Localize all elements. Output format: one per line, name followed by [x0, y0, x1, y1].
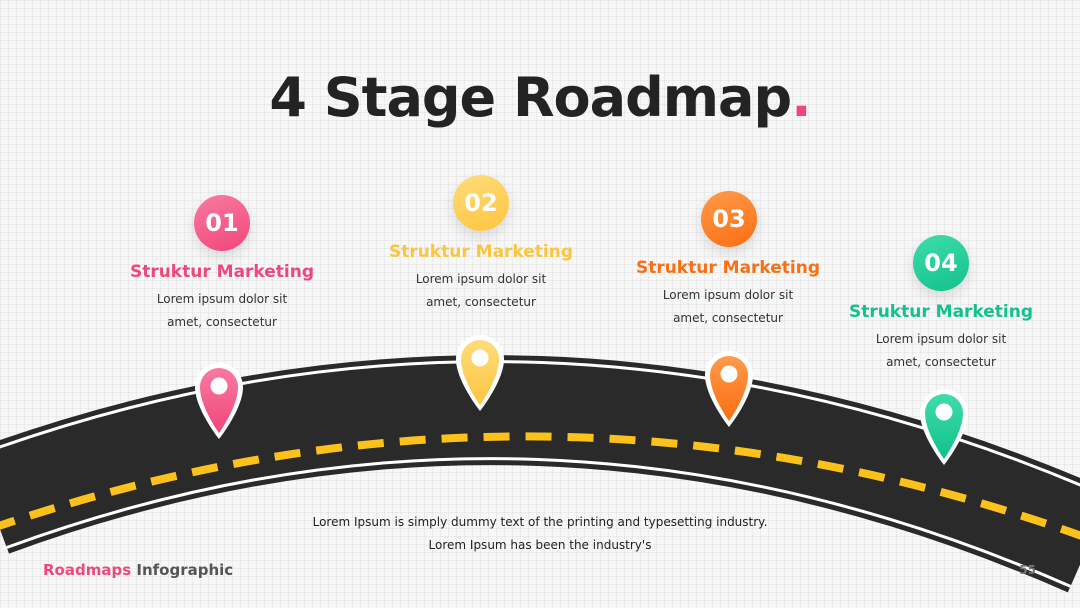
- title-dot: .: [791, 66, 811, 129]
- road-lane-marking: [0, 432, 1080, 540]
- footer-line2: Lorem Ipsum has been the industry's: [428, 538, 652, 552]
- stage-3-map-pin-icon: [705, 351, 753, 427]
- stage-1-map-pin-icon: [195, 363, 243, 439]
- stage-4-badge: 04: [913, 235, 969, 291]
- stage-3-description: Lorem ipsum dolor sit amet, consectetur: [608, 284, 848, 330]
- stage-1-desc-line1: Lorem ipsum dolor sit: [156, 292, 288, 306]
- stage-1-description: Lorem ipsum dolor sit amet, consectetur: [102, 288, 342, 334]
- road-surface: [0, 363, 1080, 586]
- brand-part2: Infographic: [136, 561, 234, 579]
- stage-2-desc-line1: Lorem ipsum dolor sit: [415, 272, 547, 286]
- stage-4-desc-line1: Lorem ipsum dolor sit: [875, 332, 1007, 346]
- footer-line1: Lorem Ipsum is simply dummy text of the …: [312, 515, 768, 529]
- stage-3-badge: 03: [701, 191, 757, 247]
- page-title-text: 4 Stage Roadmap: [269, 66, 792, 129]
- stage-1-desc-line2: amet, consectetur: [167, 315, 277, 329]
- stage-3-title: Struktur Marketing: [635, 258, 821, 278]
- footer-description: Lorem Ipsum is simply dummy text of the …: [240, 511, 840, 557]
- stage-3-number: 03: [712, 205, 746, 233]
- stage-2-title: Struktur Marketing: [388, 242, 574, 262]
- stage-3-desc-line1: Lorem ipsum dolor sit: [662, 288, 794, 302]
- stage-4-title: Struktur Marketing: [848, 302, 1034, 322]
- stage-3-desc-line2: amet, consectetur: [673, 311, 783, 325]
- page-number: 55: [1019, 563, 1036, 577]
- stage-1-badge: 01: [194, 195, 250, 251]
- page-title: 4 Stage Roadmap.: [0, 66, 1080, 129]
- stage-1-title: Struktur Marketing: [129, 262, 315, 282]
- brand-part1: Roadmaps: [43, 561, 132, 579]
- stage-4-map-pin-icon: [920, 389, 968, 465]
- stage-2-map-pin-icon: [456, 335, 504, 411]
- stage-2-badge: 02: [453, 175, 509, 231]
- stage-4-number: 04: [924, 249, 958, 277]
- stage-2-desc-line2: amet, consectetur: [426, 295, 536, 309]
- stage-1-number: 01: [205, 209, 239, 237]
- stage-4-desc-line2: amet, consectetur: [886, 355, 996, 369]
- brand-label: Roadmaps Infographic: [43, 561, 233, 579]
- stage-2-number: 02: [464, 189, 498, 217]
- stage-2-description: Lorem ipsum dolor sit amet, consectetur: [361, 268, 601, 314]
- stage-4-description: Lorem ipsum dolor sit amet, consectetur: [821, 328, 1061, 374]
